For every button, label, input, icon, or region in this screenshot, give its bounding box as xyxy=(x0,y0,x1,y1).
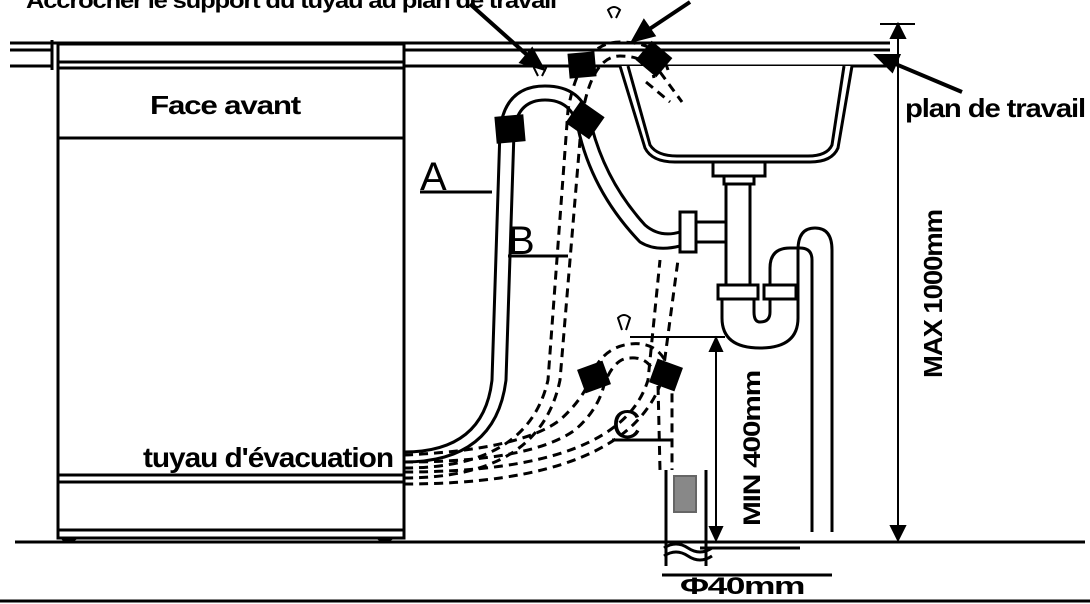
worktop-label: plan de travail xyxy=(905,93,1085,123)
hook-note-text: Accrocher le support du tuyau au plan de… xyxy=(26,0,556,13)
route-label-leaders xyxy=(420,190,672,442)
hose-route-b xyxy=(403,6,684,486)
hose-route-c xyxy=(403,314,683,471)
annotation-arrows xyxy=(468,0,963,94)
min-height-dimension xyxy=(630,335,725,543)
route-a-label: A xyxy=(420,155,447,199)
route-c-label: C xyxy=(612,403,641,447)
dishwasher xyxy=(56,42,406,543)
min-height-label: MIN 400mm xyxy=(739,371,766,526)
face-label: Face avant xyxy=(150,90,302,120)
hose-route-a xyxy=(403,64,681,464)
max-height-dimension xyxy=(880,21,915,543)
sink-trap xyxy=(678,184,834,532)
sink xyxy=(618,65,854,186)
floor-drain-pipe xyxy=(662,470,832,577)
route-b-label: B xyxy=(508,219,535,263)
diameter-label: Φ40mm xyxy=(680,573,804,600)
max-height-label: MAX 1000mm xyxy=(918,210,948,378)
drain-hose-label: tuyau d'évacuation xyxy=(143,442,393,473)
